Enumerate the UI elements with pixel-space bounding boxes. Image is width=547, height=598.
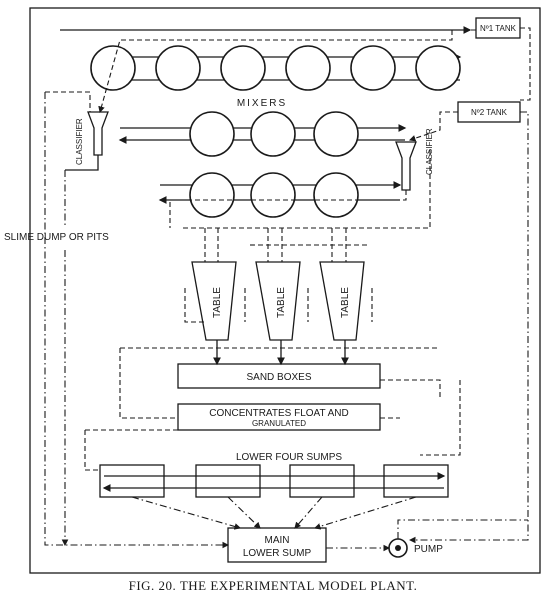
tank-1: Nº1 TANK (475, 17, 521, 39)
tank-2: Nº2 TANK (457, 101, 521, 123)
tank-1-label: Nº1 TANK (480, 24, 517, 33)
table-3-label: TABLE (340, 287, 351, 318)
table-1 (191, 261, 237, 341)
mixer-row-middle (118, 111, 407, 157)
classifier-left: CLASSIFIER (75, 111, 109, 165)
sump-2 (195, 464, 261, 498)
table-1-label: TABLE (212, 287, 223, 318)
lower-four-sumps (99, 464, 449, 498)
main-lower-sump: MAIN LOWER SUMP (227, 527, 327, 563)
mixer-3 (220, 45, 266, 91)
sump-1 (99, 464, 165, 498)
concentrates-box: CONCENTRATES FLOAT AND GRANULATED (177, 403, 381, 431)
concentrates-label-1: CONCENTRATES FLOAT AND (209, 408, 348, 419)
table-2 (255, 261, 301, 341)
mixer-2 (155, 45, 201, 91)
mixer-row-lower (158, 172, 402, 218)
sand-boxes: SAND BOXES (177, 363, 381, 389)
classifier-right: CLASSIFIER (395, 128, 434, 191)
tables: TABLE TABLE TABLE (191, 261, 365, 341)
tank-2-label: Nº2 TANK (471, 108, 508, 117)
table-2-label: TABLE (276, 287, 287, 318)
concentrates-label-2: GRANULATED (252, 419, 306, 428)
pump-label: PUMP (414, 544, 443, 555)
table-3 (319, 261, 365, 341)
main-sump-label-1: MAIN (265, 535, 290, 546)
mixer-row-top (60, 26, 472, 91)
mixer-12 (313, 172, 359, 218)
mixer-5 (350, 45, 396, 91)
sand-boxes-label: SAND BOXES (246, 372, 311, 383)
mixers-label: MIXERS (237, 98, 287, 109)
mixer-4 (285, 45, 331, 91)
mixer-10 (189, 172, 235, 218)
flow-lines (44, 27, 531, 552)
slime-dump-label: SLIME DUMP OR PITS (4, 232, 109, 243)
mixer-1 (90, 45, 136, 91)
sump-4 (383, 464, 449, 498)
classifier-left-label: CLASSIFIER (75, 118, 84, 165)
lower-four-sumps-label: LOWER FOUR SUMPS (236, 452, 342, 463)
diagram-frame (29, 7, 541, 574)
mixer-6 (415, 45, 461, 91)
mixer-11 (250, 172, 296, 218)
mixer-9 (313, 111, 359, 157)
mixer-8 (250, 111, 296, 157)
sump-3 (289, 464, 355, 498)
mixer-7 (189, 111, 235, 157)
figure-caption: FIG. 20. THE EXPERIMENTAL MODEL PLANT. (129, 578, 418, 593)
main-sump-label-2: LOWER SUMP (243, 548, 312, 559)
pump: PUMP (388, 538, 443, 558)
